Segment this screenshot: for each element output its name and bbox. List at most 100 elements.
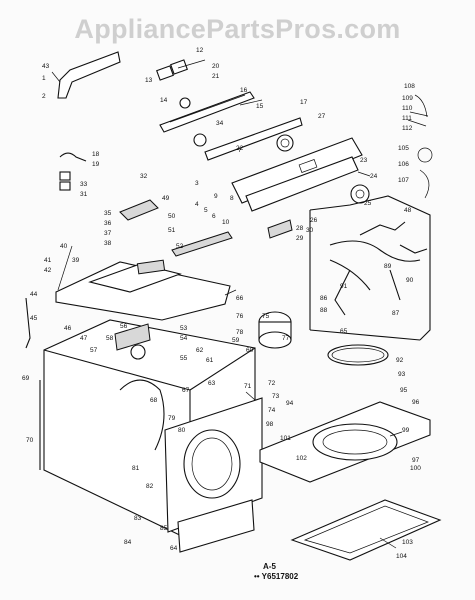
callout-6: 6 [212, 213, 216, 220]
callout-106: 106 [398, 161, 409, 168]
callout-74: 74 [268, 407, 276, 414]
callout-99: 99 [402, 427, 410, 434]
callout-42: 42 [44, 267, 52, 274]
switch-parts [156, 59, 303, 161]
callout-33: 33 [80, 181, 88, 188]
cabinet-top [55, 259, 231, 321]
wiring-harness-inset [309, 94, 433, 341]
callout-26: 26 [310, 217, 318, 224]
callout-27: 27 [318, 113, 326, 120]
callout-59: 59 [232, 337, 240, 344]
worktop [259, 401, 442, 561]
callout-25: 25 [364, 200, 372, 207]
callout-32: 32 [140, 173, 148, 180]
callout-56: 56 [120, 323, 128, 330]
callout-103: 103 [402, 539, 413, 546]
callout-94: 94 [286, 400, 294, 407]
callout-78: 78 [236, 329, 244, 336]
callout-16: 16 [240, 87, 248, 94]
callout-48: 48 [404, 207, 412, 214]
callout-96: 96 [412, 399, 420, 406]
callout-98: 98 [266, 421, 274, 428]
callout-90: 90 [406, 277, 414, 284]
callout-82: 82 [146, 483, 154, 490]
callout-77: 77 [282, 335, 290, 342]
callout-75: 75 [262, 313, 270, 320]
callout-20: 20 [212, 63, 220, 70]
watermark: AppliancePartsPros.com [74, 14, 401, 44]
callout-1: 1 [42, 75, 46, 82]
callout-18: 18 [92, 151, 100, 158]
callout-57: 57 [90, 347, 98, 354]
callout-100: 100 [410, 465, 421, 472]
callout-labels: 43 1 2 12 13 20 21 14 16 17 34 27 15 7 1… [22, 47, 421, 560]
callout-4: 4 [195, 201, 199, 208]
callout-81: 81 [132, 465, 140, 472]
callout-112: 112 [402, 125, 413, 132]
callout-35: 35 [104, 210, 112, 217]
callout-67: 67 [182, 387, 190, 394]
callout-65: 65 [340, 328, 348, 335]
callout-30: 30 [306, 227, 314, 234]
callout-91: 91 [340, 283, 348, 290]
callout-39: 39 [72, 257, 80, 264]
callout-41: 41 [44, 257, 52, 264]
tub-parts [258, 311, 389, 366]
callout-84: 84 [124, 539, 132, 546]
callout-37: 37 [104, 230, 112, 237]
callout-58: 58 [106, 335, 114, 342]
callout-46: 46 [64, 325, 72, 332]
callout-107: 107 [398, 177, 409, 184]
callout-66: 66 [236, 295, 244, 302]
callout-2: 2 [42, 93, 46, 100]
callout-53: 53 [180, 325, 188, 332]
callout-109: 109 [402, 95, 413, 102]
callout-23: 23 [360, 157, 368, 164]
callout-10: 10 [222, 219, 230, 226]
callout-105: 105 [398, 145, 409, 152]
diagram-code-line2: •• Y6517802 [254, 572, 299, 581]
small-parts [59, 152, 233, 257]
callout-97: 97 [412, 457, 420, 464]
callout-51: 51 [168, 227, 176, 234]
callout-62: 62 [196, 347, 204, 354]
callout-70: 70 [26, 437, 34, 444]
callout-76: 76 [236, 313, 244, 320]
callout-60: 60 [246, 347, 254, 354]
callout-22: 22 [236, 145, 244, 152]
callout-108: 108 [404, 83, 415, 90]
callout-71: 71 [244, 383, 252, 390]
callout-55: 55 [180, 355, 188, 362]
callout-36: 36 [104, 220, 112, 227]
callout-9: 9 [214, 193, 218, 200]
diagram-code: A-5 •• Y6517802 [254, 562, 299, 581]
callout-45: 45 [30, 315, 38, 322]
leader-lines [51, 59, 403, 549]
diagram-code-line1: A-5 [263, 562, 276, 571]
front-panel [164, 397, 263, 553]
callout-79: 79 [168, 415, 176, 422]
callout-21: 21 [212, 73, 220, 80]
callout-15: 15 [256, 103, 264, 110]
callout-87: 87 [392, 310, 400, 317]
callout-68: 68 [150, 397, 158, 404]
callout-44: 44 [30, 291, 38, 298]
callout-29: 29 [296, 235, 304, 242]
callout-93: 93 [398, 371, 406, 378]
callout-49: 49 [162, 195, 170, 202]
callout-63: 63 [208, 380, 216, 387]
control-rail [57, 51, 255, 133]
callout-5: 5 [204, 207, 208, 214]
callout-14: 14 [160, 97, 168, 104]
callout-88: 88 [320, 307, 328, 314]
callout-31: 31 [80, 191, 88, 198]
callout-111: 111 [402, 115, 412, 122]
callout-43: 43 [42, 63, 50, 70]
callout-54: 54 [180, 335, 188, 342]
callout-86: 86 [320, 295, 328, 302]
callout-95: 95 [400, 387, 408, 394]
callout-8: 8 [230, 195, 234, 202]
callout-102: 102 [296, 455, 307, 462]
